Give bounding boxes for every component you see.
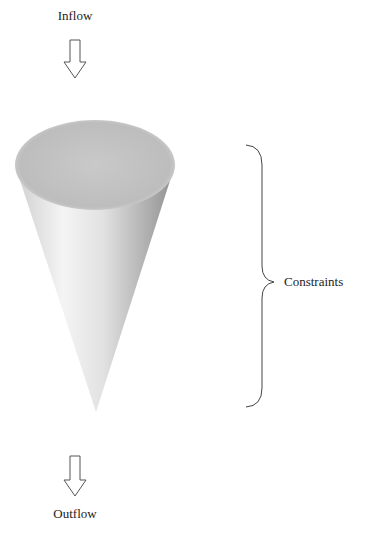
inflow-arrow xyxy=(64,40,86,78)
cone-top xyxy=(15,120,175,210)
flow-label: Outflow xyxy=(53,506,96,522)
curly-bracket xyxy=(246,145,274,407)
flow-label: Inflow xyxy=(58,8,93,24)
bracket-label: Constraints xyxy=(284,274,343,290)
outflow-arrow xyxy=(64,456,86,496)
